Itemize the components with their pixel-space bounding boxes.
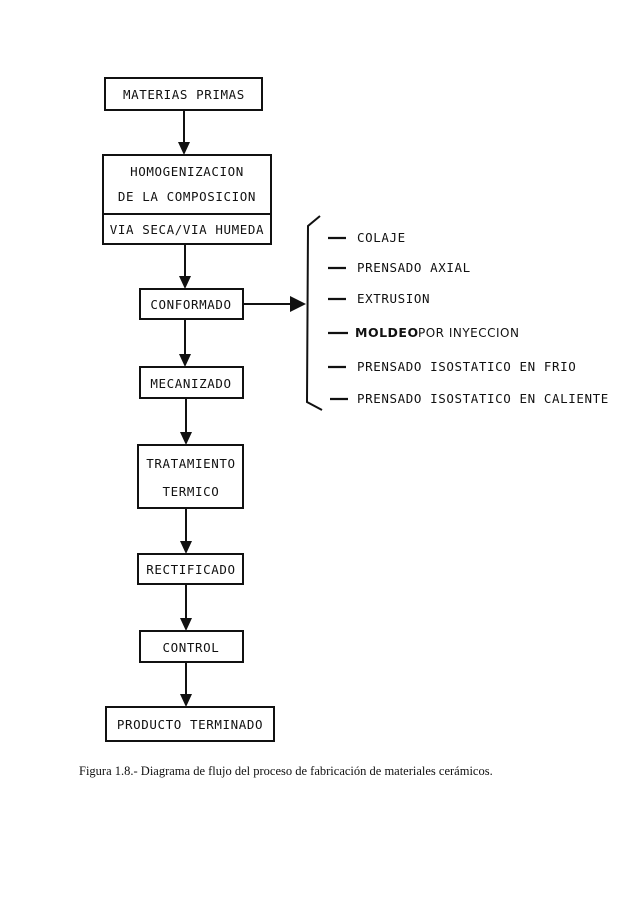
label-homogenizacion-2: DE LA COMPOSICION (118, 189, 256, 204)
methods-list: COLAJE PRENSADO AXIAL EXTRUSION MOLDEO P… (328, 230, 609, 406)
method-moldeo: MOLDEO (355, 325, 419, 340)
box-conformado: CONFORMADO (139, 288, 244, 320)
label-tratamiento: TRATAMIENTO (146, 456, 235, 471)
arrow-head-6 (180, 618, 192, 631)
box-materias-primas: MATERIAS PRIMAS (104, 77, 263, 111)
label-via-seca-humeda: VIA SECA/VIA HUMEDA (110, 222, 264, 237)
method-colaje: COLAJE (357, 230, 406, 245)
arrow-head-2 (179, 276, 191, 289)
arrow-head-5 (180, 541, 192, 554)
label-rectificado: RECTIFICADO (146, 562, 235, 577)
box-producto-terminado: PRODUCTO TERMINADO (105, 706, 275, 742)
label-producto-terminado: PRODUCTO TERMINADO (117, 717, 263, 732)
box-homogenizacion: HOMOGENIZACION DE LA COMPOSICION VIA SEC… (102, 154, 272, 245)
method-por-inyeccion: POR INYECCION (418, 326, 519, 340)
label-materias-primas: MATERIAS PRIMAS (123, 87, 245, 102)
label-conformado: CONFORMADO (150, 297, 231, 312)
label-mecanizado: MECANIZADO (150, 376, 231, 391)
box-tratamiento-termico: TRATAMIENTO TERMICO (137, 444, 244, 509)
method-isostatico-frio: PRENSADO ISOSTATICO EN FRIO (357, 359, 576, 374)
label-control: CONTROL (163, 640, 220, 655)
arrow-head-7 (180, 694, 192, 707)
label-homogenizacion-1: HOMOGENIZACION (130, 164, 244, 179)
figure-caption: Figura 1.8.- Diagrama de flujo del proce… (79, 764, 493, 778)
box-control: CONTROL (139, 630, 244, 663)
box-rectificado: RECTIFICADO (137, 553, 244, 585)
arrow-head-3 (179, 354, 191, 367)
label-termico: TERMICO (163, 484, 220, 499)
arrow-head-methods (290, 296, 306, 312)
method-prensado-axial: PRENSADO AXIAL (357, 260, 471, 275)
method-extrusion: EXTRUSION (357, 291, 430, 306)
method-isostatico-caliente: PRENSADO ISOSTATICO EN CALIENTE (357, 391, 609, 406)
methods-bracket (305, 215, 323, 411)
arrow-head-4 (180, 432, 192, 445)
arrow-head-1 (178, 142, 190, 155)
box-mecanizado: MECANIZADO (139, 366, 244, 399)
